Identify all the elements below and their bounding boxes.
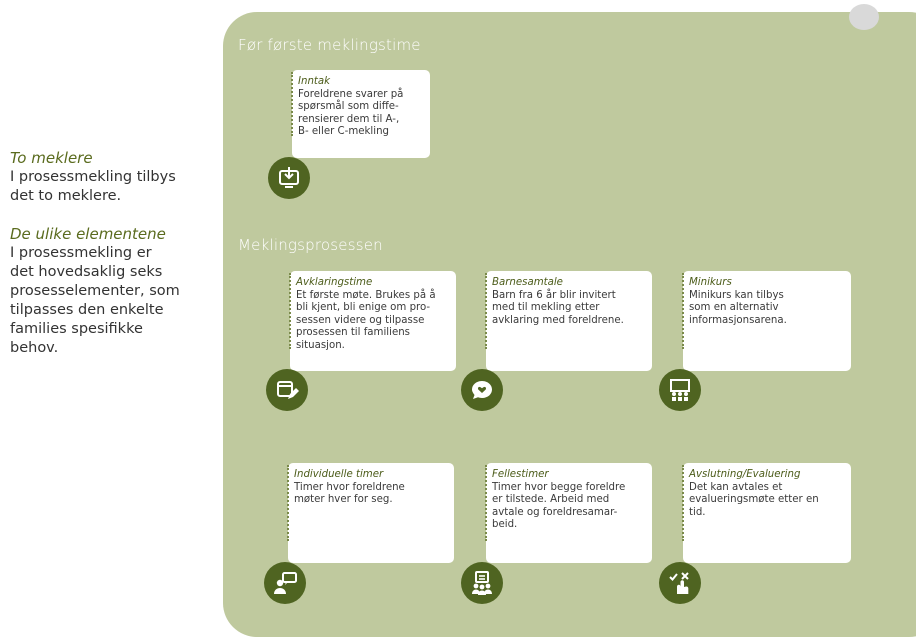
sidebar-line: tilpasses den enkelte	[10, 302, 164, 318]
card-line: situasjon.	[296, 339, 345, 351]
sidebar-line: prosesselementer, som	[10, 283, 180, 299]
card-line: Barn fra 6 år blir invitert	[492, 289, 616, 301]
card-line: bli kjent, bli enige om pro-	[296, 302, 431, 314]
download-monitor-icon	[268, 157, 310, 199]
card-line: Et første møte. Brukes på å	[296, 289, 436, 301]
person-speech-icon	[264, 562, 306, 604]
sidebar-line: I prosessmekling tilbys	[10, 169, 176, 185]
meeting-board-icon	[461, 562, 503, 604]
card-fellestimer: Fellestimer Timer hvor begge foreldre er…	[485, 463, 652, 563]
card-line: Minikurs kan tilbys	[689, 289, 784, 301]
sidebar-line: families spesifikke	[10, 321, 143, 337]
card-line: spørsmål som diffe-	[298, 101, 399, 113]
sidebar-heading: De ulike elementene	[10, 225, 166, 243]
section-title-before: Før første meklingstime	[238, 36, 421, 54]
check-cross-hand-icon	[659, 562, 701, 604]
card-title: Avklaringstime	[296, 277, 373, 288]
card-title: Minikurs	[689, 277, 732, 288]
card-line: beid.	[492, 519, 518, 531]
section-title-process: Meklingsprosessen	[238, 236, 383, 254]
card-avslutning-evaluering: Avslutning/Evaluering Det kan avtales et…	[682, 463, 851, 563]
card-avklaringstime: Avklaringstime Et første møte. Brukes på…	[289, 271, 456, 371]
card-line: avtale og foreldresamar-	[492, 506, 618, 518]
card-line: evalueringsmøte etter en	[689, 494, 819, 506]
heart-chat-icon	[461, 369, 503, 411]
card-inntak: Inntak Foreldrene svarer på spørsmål som…	[291, 70, 430, 158]
sidebar-line: det to meklere.	[10, 188, 122, 204]
card-line: sessen videre og tilpasse	[296, 314, 425, 326]
card-title: Avslutning/Evaluering	[689, 469, 801, 480]
card-individuelle-timer: Individuelle timer Timer hvor foreldrene…	[287, 463, 454, 563]
card-line: informasjonsarena.	[689, 314, 787, 326]
card-line: er tilstede. Arbeid med	[492, 494, 610, 506]
card-line: møter hver for seg.	[294, 494, 393, 506]
card-line: avklaring med foreldrene.	[492, 314, 624, 326]
sidebar-line: behov.	[10, 340, 59, 356]
card-line: Timer hvor begge foreldre	[492, 481, 626, 493]
sidebar-heading: To meklere	[10, 149, 93, 167]
card-line: Timer hvor foreldrene	[294, 481, 405, 493]
sidebar-line: det hovedsaklig seks	[10, 264, 163, 280]
card-line: som en alternativ	[689, 302, 779, 314]
presentation-audience-icon	[659, 369, 701, 411]
card-line: rensierer dem til A-,	[298, 113, 400, 125]
card-line: prosessen til familiens	[296, 327, 410, 339]
card-title: Individuelle timer	[294, 469, 384, 480]
card-barnesamtale: Barnesamtale Barn fra 6 år blir invitert…	[485, 271, 652, 371]
card-line: tid.	[689, 506, 706, 518]
sidebar-section-elementer: De ulike elementene I prosessmekling er …	[10, 224, 215, 358]
card-title: Barnesamtale	[492, 277, 563, 288]
card-line: Foreldrene svarer på	[298, 88, 404, 100]
decorative-dot	[849, 4, 879, 30]
calendar-edit-icon	[266, 369, 308, 411]
card-line: med til mekling etter	[492, 302, 600, 314]
card-title: Fellestimer	[492, 469, 549, 480]
card-line: Det kan avtales et	[689, 481, 783, 493]
card-line: B- eller C-mekling	[298, 126, 389, 138]
card-minikurs: Minikurs Minikurs kan tilbys som en alte…	[682, 271, 851, 371]
sidebar: To meklere I prosessmekling tilbys det t…	[10, 148, 215, 376]
sidebar-line: I prosessmekling er	[10, 245, 152, 261]
card-title: Inntak	[298, 76, 331, 87]
sidebar-section-meklere: To meklere I prosessmekling tilbys det t…	[10, 148, 215, 206]
